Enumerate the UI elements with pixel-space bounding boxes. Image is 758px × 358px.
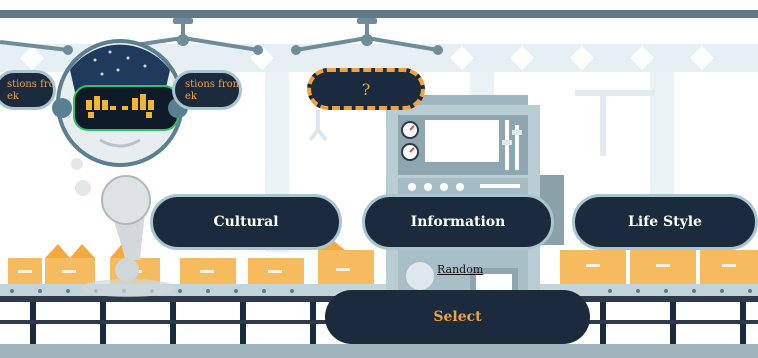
select-label: Select — [433, 309, 482, 325]
category-button-cultural[interactable]: Cultural — [150, 194, 342, 250]
question-slot-left[interactable]: stions from ek — [0, 70, 56, 110]
random-link[interactable]: Random — [437, 263, 484, 276]
ceiling-rail — [0, 10, 758, 18]
question-slot-left-text: stions from ek — [7, 79, 55, 102]
floor — [0, 344, 758, 358]
question-mark: ? — [361, 79, 371, 99]
category-label: Information — [410, 214, 506, 230]
bg-claw — [308, 110, 328, 142]
pipe — [600, 96, 606, 156]
arm-joints — [63, 18, 443, 55]
category-label: Life Style — [628, 214, 702, 230]
robot-mascot — [52, 39, 188, 297]
question-slot-right[interactable]: stions from ek — [172, 70, 242, 110]
category-label: Cultural — [213, 214, 279, 230]
cardboard-boxes — [8, 238, 758, 286]
pipe — [575, 90, 655, 96]
question-slot-mystery[interactable]: ? — [307, 68, 425, 110]
question-slot-right-text: stions from ek — [185, 79, 242, 102]
category-button-life-style[interactable]: Life Style — [572, 194, 758, 250]
category-button-information[interactable]: Information — [362, 194, 554, 250]
select-button[interactable]: Select — [325, 290, 590, 344]
